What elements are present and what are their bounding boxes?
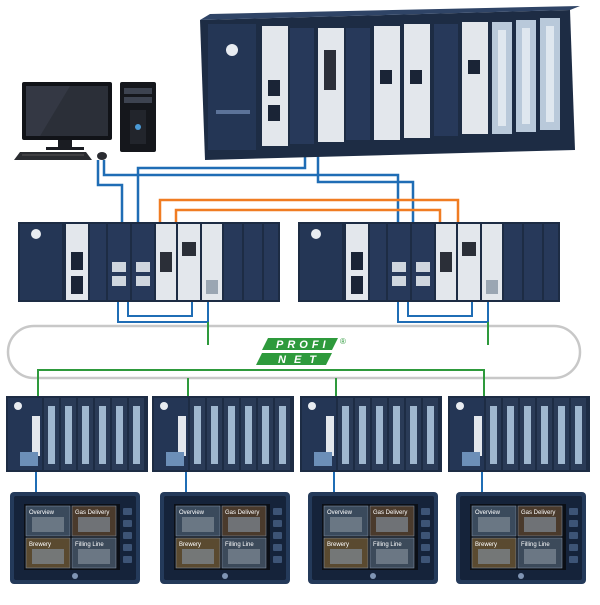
hmi-side-button: [421, 508, 430, 515]
green-ring-segment: [37, 369, 485, 380]
hmi-side-button: [273, 544, 282, 551]
remote-io-rack-4: [448, 396, 590, 472]
blue-cable-pc-left: [96, 160, 124, 225]
hmi-tile-label: Overview: [327, 510, 353, 516]
rack-comm-module-4: [462, 22, 488, 134]
hmi-side-button: [273, 532, 282, 539]
hmi-side-button: [123, 556, 132, 563]
blue-cable-pc-right: [102, 160, 400, 225]
remote-io-rack-2: [152, 396, 294, 472]
profinet-label-bottom: NET: [278, 354, 324, 366]
hmi-tile-label: Filling Line: [521, 542, 550, 548]
hmi-side-button: [569, 556, 578, 563]
hmi-tile-label: Overview: [475, 510, 501, 516]
ge-logo-icon: [72, 573, 78, 579]
pc-tower-icon: [120, 82, 156, 152]
hmi-side-button: [123, 508, 132, 515]
profinet-ring: [6, 324, 582, 380]
hmi-side-button: [569, 520, 578, 527]
remote-io-racks: [6, 396, 590, 472]
redundant-controller-left: [18, 222, 280, 302]
blue-loop-right-2: [407, 300, 473, 317]
blue-loop-right: [397, 300, 489, 323]
hmi-side-button: [421, 544, 430, 551]
ge-logo-icon: [370, 573, 376, 579]
hmi-tile-label: Brewery: [179, 542, 201, 548]
hmi-side-button: [421, 520, 430, 527]
blue-cable-rack-right: [316, 148, 415, 225]
blue-loop-left: [117, 300, 209, 323]
ge-logo-icon: [222, 573, 228, 579]
mouse-icon: [97, 152, 107, 160]
hmi-tile-label: Brewery: [29, 542, 51, 548]
hmi-side-button: [273, 508, 282, 515]
orange-cable-2: [174, 208, 442, 225]
ge-logo-icon: [518, 573, 524, 579]
hmi-tile-label: Filling Line: [373, 542, 402, 548]
rack-power-module: [208, 24, 256, 150]
hmi-side-button: [569, 508, 578, 515]
hmi-tile-label: Overview: [179, 510, 205, 516]
profinet-label-top: PROFI: [276, 339, 330, 351]
hmi-side-button: [123, 532, 132, 539]
hmi-side-button: [569, 544, 578, 551]
hmi-tile-label: Gas Delivery: [75, 510, 109, 516]
hmi-tile-label: Filling Line: [225, 542, 254, 548]
redundant-controller-right: [298, 222, 560, 302]
hmi-side-button: [421, 532, 430, 539]
pc-workstation: [14, 82, 156, 160]
orange-cable-1: [158, 198, 460, 225]
hmi-tile-label: Brewery: [475, 542, 497, 548]
blue-loop-left-2: [127, 300, 193, 317]
hmi-side-button: [123, 544, 132, 551]
hmi-tile-label: Filling Line: [75, 542, 104, 548]
hmi-side-button: [273, 556, 282, 563]
main-controller-rack: [200, 6, 580, 160]
remote-io-rack-1: [6, 396, 148, 472]
hmi-tile-label: Overview: [29, 510, 55, 516]
hmi-tile-label: Gas Delivery: [225, 510, 259, 516]
hmi-tile-label: Gas Delivery: [373, 510, 407, 516]
hmi-tile-label: Brewery: [327, 542, 349, 548]
profinet-logo: PROFI NET ®: [256, 337, 346, 366]
keyboard-icon: [14, 152, 92, 160]
remote-io-rack-3: [300, 396, 442, 472]
desktop-monitor-icon: [22, 82, 112, 150]
hmi-tile-label: Gas Delivery: [521, 510, 555, 516]
hmi-side-button: [273, 520, 282, 527]
profinet-registered-mark: ®: [340, 337, 346, 346]
hmi-side-button: [569, 532, 578, 539]
cables: [6, 148, 582, 492]
hmi-side-button: [123, 520, 132, 527]
blue-cable-rack-left: [136, 148, 307, 225]
hmi-side-button: [421, 556, 430, 563]
